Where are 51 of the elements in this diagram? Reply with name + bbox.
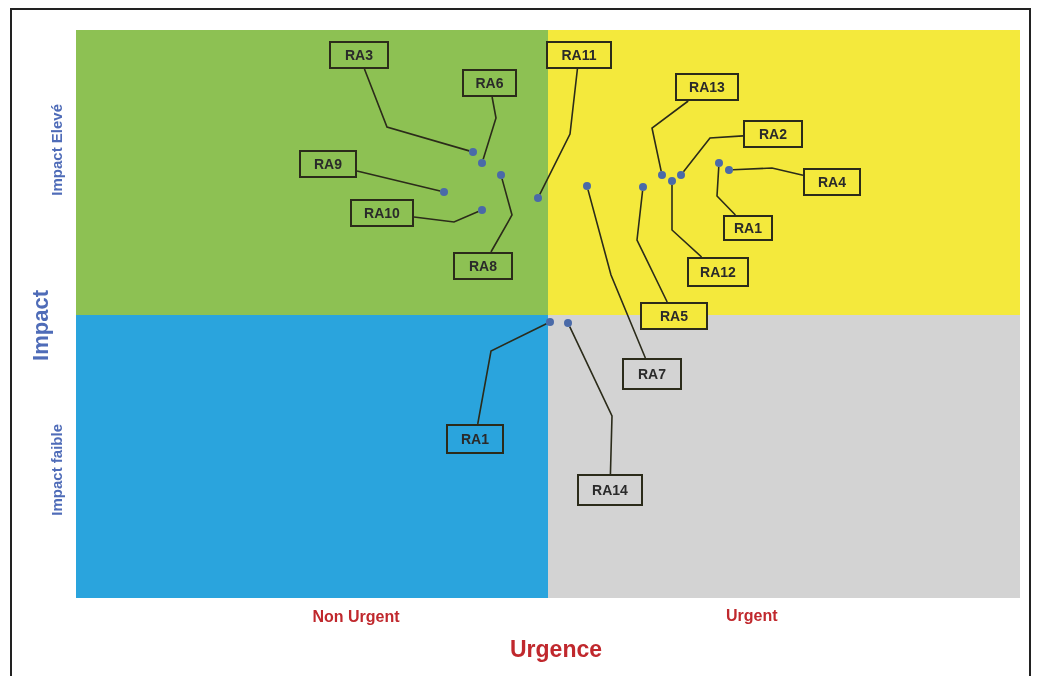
leader-line [636,190,668,303]
point-label: RA7 [622,358,682,390]
data-point [478,159,486,167]
axis-label: Impact faible [48,424,65,516]
leader-line [716,166,737,216]
leader-line [482,96,497,160]
leader-line [413,210,480,223]
data-point [715,159,723,167]
point-label: RA3 [329,41,389,69]
point-label: RA14 [577,474,643,506]
axis-label: Urgent [726,607,778,625]
leader-line [651,100,689,172]
data-point [534,194,542,202]
data-point [677,171,685,179]
point-label: RA9 [299,150,357,178]
axis-title: Urgence [510,636,603,663]
data-point [564,319,572,327]
data-point [546,318,554,326]
data-point [583,182,591,190]
point-label: RA1 [723,215,773,241]
data-point [497,171,505,179]
point-label: RA4 [803,168,861,196]
leader-line [682,135,744,173]
point-label: RA2 [743,120,803,148]
data-point [469,148,477,156]
leader-line [568,325,613,475]
point-label: RA1 [446,424,504,454]
leader-line [363,68,470,152]
data-point [725,166,733,174]
data-point [668,177,676,185]
data-point [478,206,486,214]
data-point [440,188,448,196]
point-label: RA12 [687,257,749,287]
leader-line [671,184,703,258]
point-label: RA8 [453,252,513,280]
leader-line [587,189,647,359]
point-label: RA5 [640,302,708,330]
data-point [639,183,647,191]
leader-line [490,178,513,253]
axis-label: Impact Elevé [48,104,65,196]
point-label: RA10 [350,199,414,227]
leader-line [476,322,548,425]
point-label: RA6 [462,69,517,97]
leader-line [539,68,579,196]
data-point [658,171,666,179]
leader-line [356,170,441,192]
leader-line [732,167,804,177]
axis-label: Non Urgent [312,608,400,626]
point-label: RA13 [675,73,739,101]
point-label: RA11 [546,41,612,69]
axis-title: Impact [28,289,54,361]
